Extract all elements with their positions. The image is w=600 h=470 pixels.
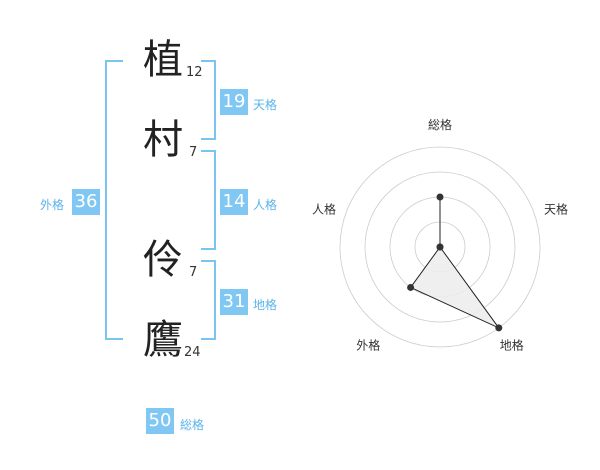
radar-point	[495, 324, 503, 332]
char-2: 村	[143, 117, 183, 163]
radar-ring	[339, 146, 541, 348]
char-4-strokes: 24	[184, 345, 201, 360]
char-2-strokes: 7	[189, 145, 198, 160]
radar-point	[407, 283, 415, 291]
char-1: 植	[143, 37, 183, 83]
gaikaku-value: 36	[72, 189, 100, 215]
char-4: 鷹	[143, 317, 183, 363]
radar-axis-label: 外格	[356, 338, 380, 353]
char-3-strokes: 7	[189, 265, 198, 280]
chikaku-value: 31	[220, 289, 248, 315]
jinkaku-bracket	[201, 150, 216, 250]
radar-axis-label: 人格	[312, 201, 336, 216]
gaikaku-bracket	[105, 60, 123, 340]
jinkaku-value: 14	[220, 189, 248, 215]
radar-ring	[364, 171, 516, 323]
tenkaku-bracket	[201, 60, 216, 140]
chikaku-label: 地格	[253, 298, 278, 312]
radar-axis-label: 天格	[544, 201, 568, 216]
radar-axis-label: 総格	[428, 117, 452, 132]
tenkaku-label: 天格	[253, 98, 278, 112]
radar-axis-label: 地格	[500, 338, 524, 353]
soukaku-value: 50	[146, 408, 174, 434]
jinkaku-label: 人格	[253, 198, 278, 212]
gaikaku-label: 外格	[40, 198, 65, 212]
radar-point	[436, 193, 444, 201]
radar-area	[409, 197, 501, 330]
char-3: 伶	[143, 237, 183, 283]
radar-point	[436, 243, 444, 251]
char-1-strokes: 12	[186, 65, 203, 80]
soukaku-label: 総格	[180, 418, 205, 432]
chikaku-bracket	[201, 260, 216, 340]
tenkaku-value: 19	[220, 89, 248, 115]
